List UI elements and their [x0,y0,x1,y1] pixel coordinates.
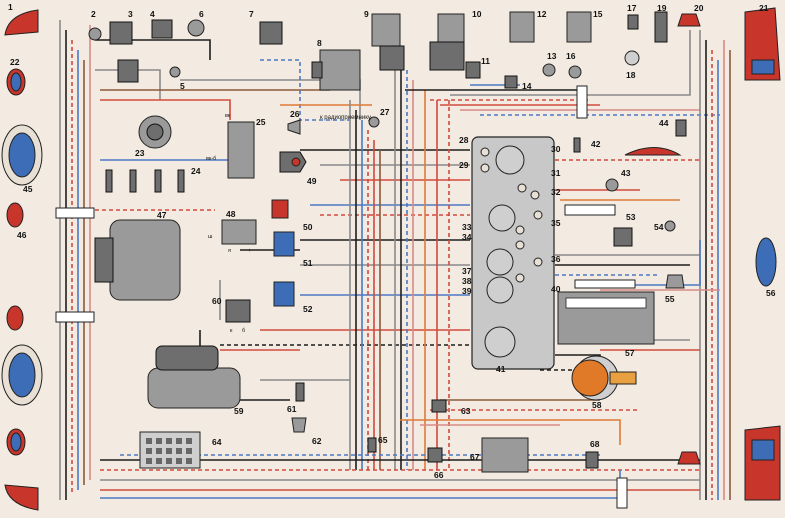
component-label-62: 62 [312,436,322,446]
component-label-55: 55 [665,294,675,304]
component-label-40: 40 [551,284,561,294]
component-label-8: 8 [317,38,322,48]
component-label-23: 23 [135,148,145,158]
component-label-36: 36 [551,254,561,264]
component-label-15: 15 [593,9,603,19]
component-label-67: 67 [470,452,480,462]
component-label-49: 49 [307,176,317,186]
terminal-48-plus: + [248,248,251,254]
component-label-42: 42 [591,139,601,149]
component-label-7: 7 [249,9,254,19]
component-label-32: 32 [551,187,561,197]
component-label-28: 28 [459,135,469,145]
component-label-61: 61 [287,404,297,414]
component-label-44: 44 [659,118,669,128]
component-label-12: 12 [537,9,547,19]
component-label-14: 14 [522,81,532,91]
component-label-43: 43 [621,168,631,178]
component-label-2: 2 [91,9,96,19]
component-label-53: 53 [626,212,636,222]
component-label-24: 24 [191,166,201,176]
component-label-25: 25 [256,117,266,127]
component-label-37: 37 [462,266,472,276]
component-label-39: 39 [462,286,472,296]
component-label-68: 68 [590,439,600,449]
component-label-56: 56 [766,288,776,298]
component-label-48: 48 [226,209,236,219]
instrument-cluster [471,136,555,370]
component-label-22: 22 [10,57,20,67]
terminal-60-k: к [230,328,233,334]
component-label-58: 58 [592,400,602,410]
component-label-47: 47 [157,210,167,220]
component-label-10: 10 [472,9,482,19]
component-label-29: 29 [459,160,469,170]
component-label-46: 46 [17,230,27,240]
component-label-41: 41 [496,364,506,374]
component-label-20: 20 [694,3,704,13]
connector-blocks [55,85,636,509]
component-label-64: 64 [212,437,222,447]
component-label-66: 66 [434,470,444,480]
component-label-38: 38 [462,276,472,286]
component-label-19: 19 [657,3,667,13]
terminal-25-vkb: вк-б [206,156,216,162]
terminal-25-vk: вк [225,113,231,119]
component-label-57: 57 [625,348,635,358]
component-label-26: 26 [290,109,300,119]
component-label-30: 30 [551,144,561,154]
wiring-harness [59,20,731,500]
component-label-59: 59 [234,406,244,416]
components [1,7,781,511]
radio-caption: к радиоприемнику [320,115,371,121]
component-label-6: 6 [199,9,204,19]
terminal-48-sh: ш [208,234,213,240]
component-label-1: 1 [8,2,13,12]
component-label-45: 45 [23,184,33,194]
component-label-35: 35 [551,218,561,228]
component-label-11: 11 [481,56,490,66]
component-label-50: 50 [303,222,313,232]
component-label-31: 31 [551,168,561,178]
component-label-18: 18 [626,70,636,80]
component-label-60: 60 [212,296,222,306]
component-label-52: 52 [303,304,313,314]
component-label-16: 16 [566,51,576,61]
component-label-21: 21 [759,3,769,13]
terminal-labels: вк вк-б ш + я к б [206,113,251,334]
component-label-5: 5 [180,81,185,91]
component-label-4: 4 [150,9,155,19]
component-label-9: 9 [364,9,369,19]
terminal-60-b: б [242,328,245,334]
component-label-33: 33 [462,222,472,232]
component-label-54: 54 [654,222,664,232]
component-label-63: 63 [461,406,471,416]
component-label-34: 34 [462,232,472,242]
component-label-27: 27 [380,107,390,117]
terminal-48-ya: я [228,248,231,254]
component-label-3: 3 [128,9,133,19]
component-label-13: 13 [547,51,557,61]
component-label-51: 51 [303,258,313,268]
component-labels: 1 2 3 4 5 6 7 8 9 10 11 12 13 14 15 16 1… [8,2,776,480]
component-label-17: 17 [627,3,637,13]
component-label-65: 65 [378,435,388,445]
